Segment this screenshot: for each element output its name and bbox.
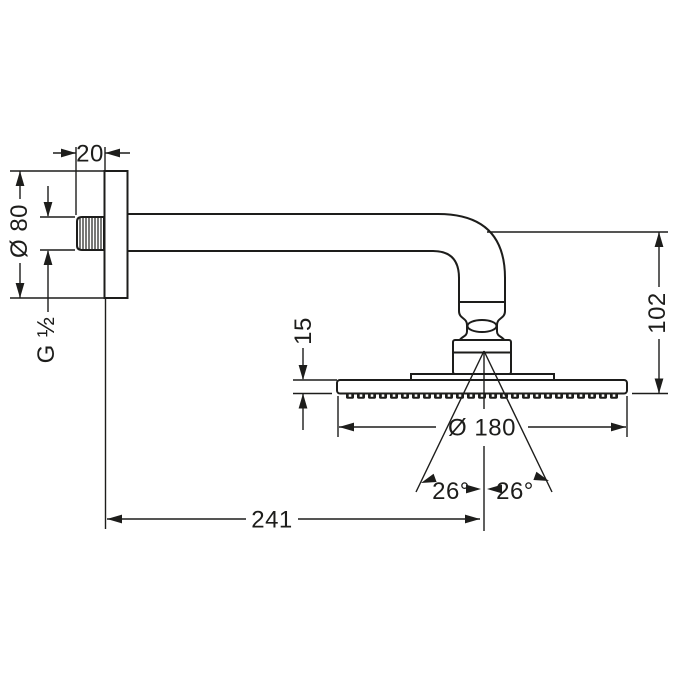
dim-head-diameter-label: Ø 180 [448,415,516,442]
dim-escutcheon-diameter: Ø 80 [6,170,104,299]
shower-head [336,373,628,401]
head-disc [336,379,628,395]
dim-arm-projection: 241 [104,298,480,534]
dim-head-rim-height: 15 [290,317,337,430]
dim-thread-size-label: G ½ [33,317,60,364]
dim-head-rim-height-label: 15 [290,317,317,345]
dim-head-drop-height-label: 102 [644,292,671,334]
ball-joint [452,310,512,375]
wall-plate [103,170,129,299]
dim-thread-size: G ½ [33,186,75,363]
dim-arm-projection-label: 241 [251,507,293,534]
dim-spray-angles: 26° 26° [421,471,549,505]
spray-angle-lines [415,350,553,531]
dim-head-drop-height: 102 [487,231,671,395]
ball-joint-sphere [466,319,498,333]
dim-escutcheon-diameter-label: Ø 80 [6,204,33,258]
dim-spray-angle-right-label: 26° [496,478,534,505]
dim-wall-offset-label: 20 [76,141,104,168]
shower-arm [127,213,506,311]
thread-hatching [79,218,102,249]
dim-head-diameter: Ø 180 [337,396,628,442]
dim-spray-angle-left-label: 26° [432,478,470,505]
thread-connector [76,216,105,251]
connector-nut [452,339,512,375]
dim-wall-offset: 20 [53,141,130,215]
spray-face-nozzles [346,393,618,401]
